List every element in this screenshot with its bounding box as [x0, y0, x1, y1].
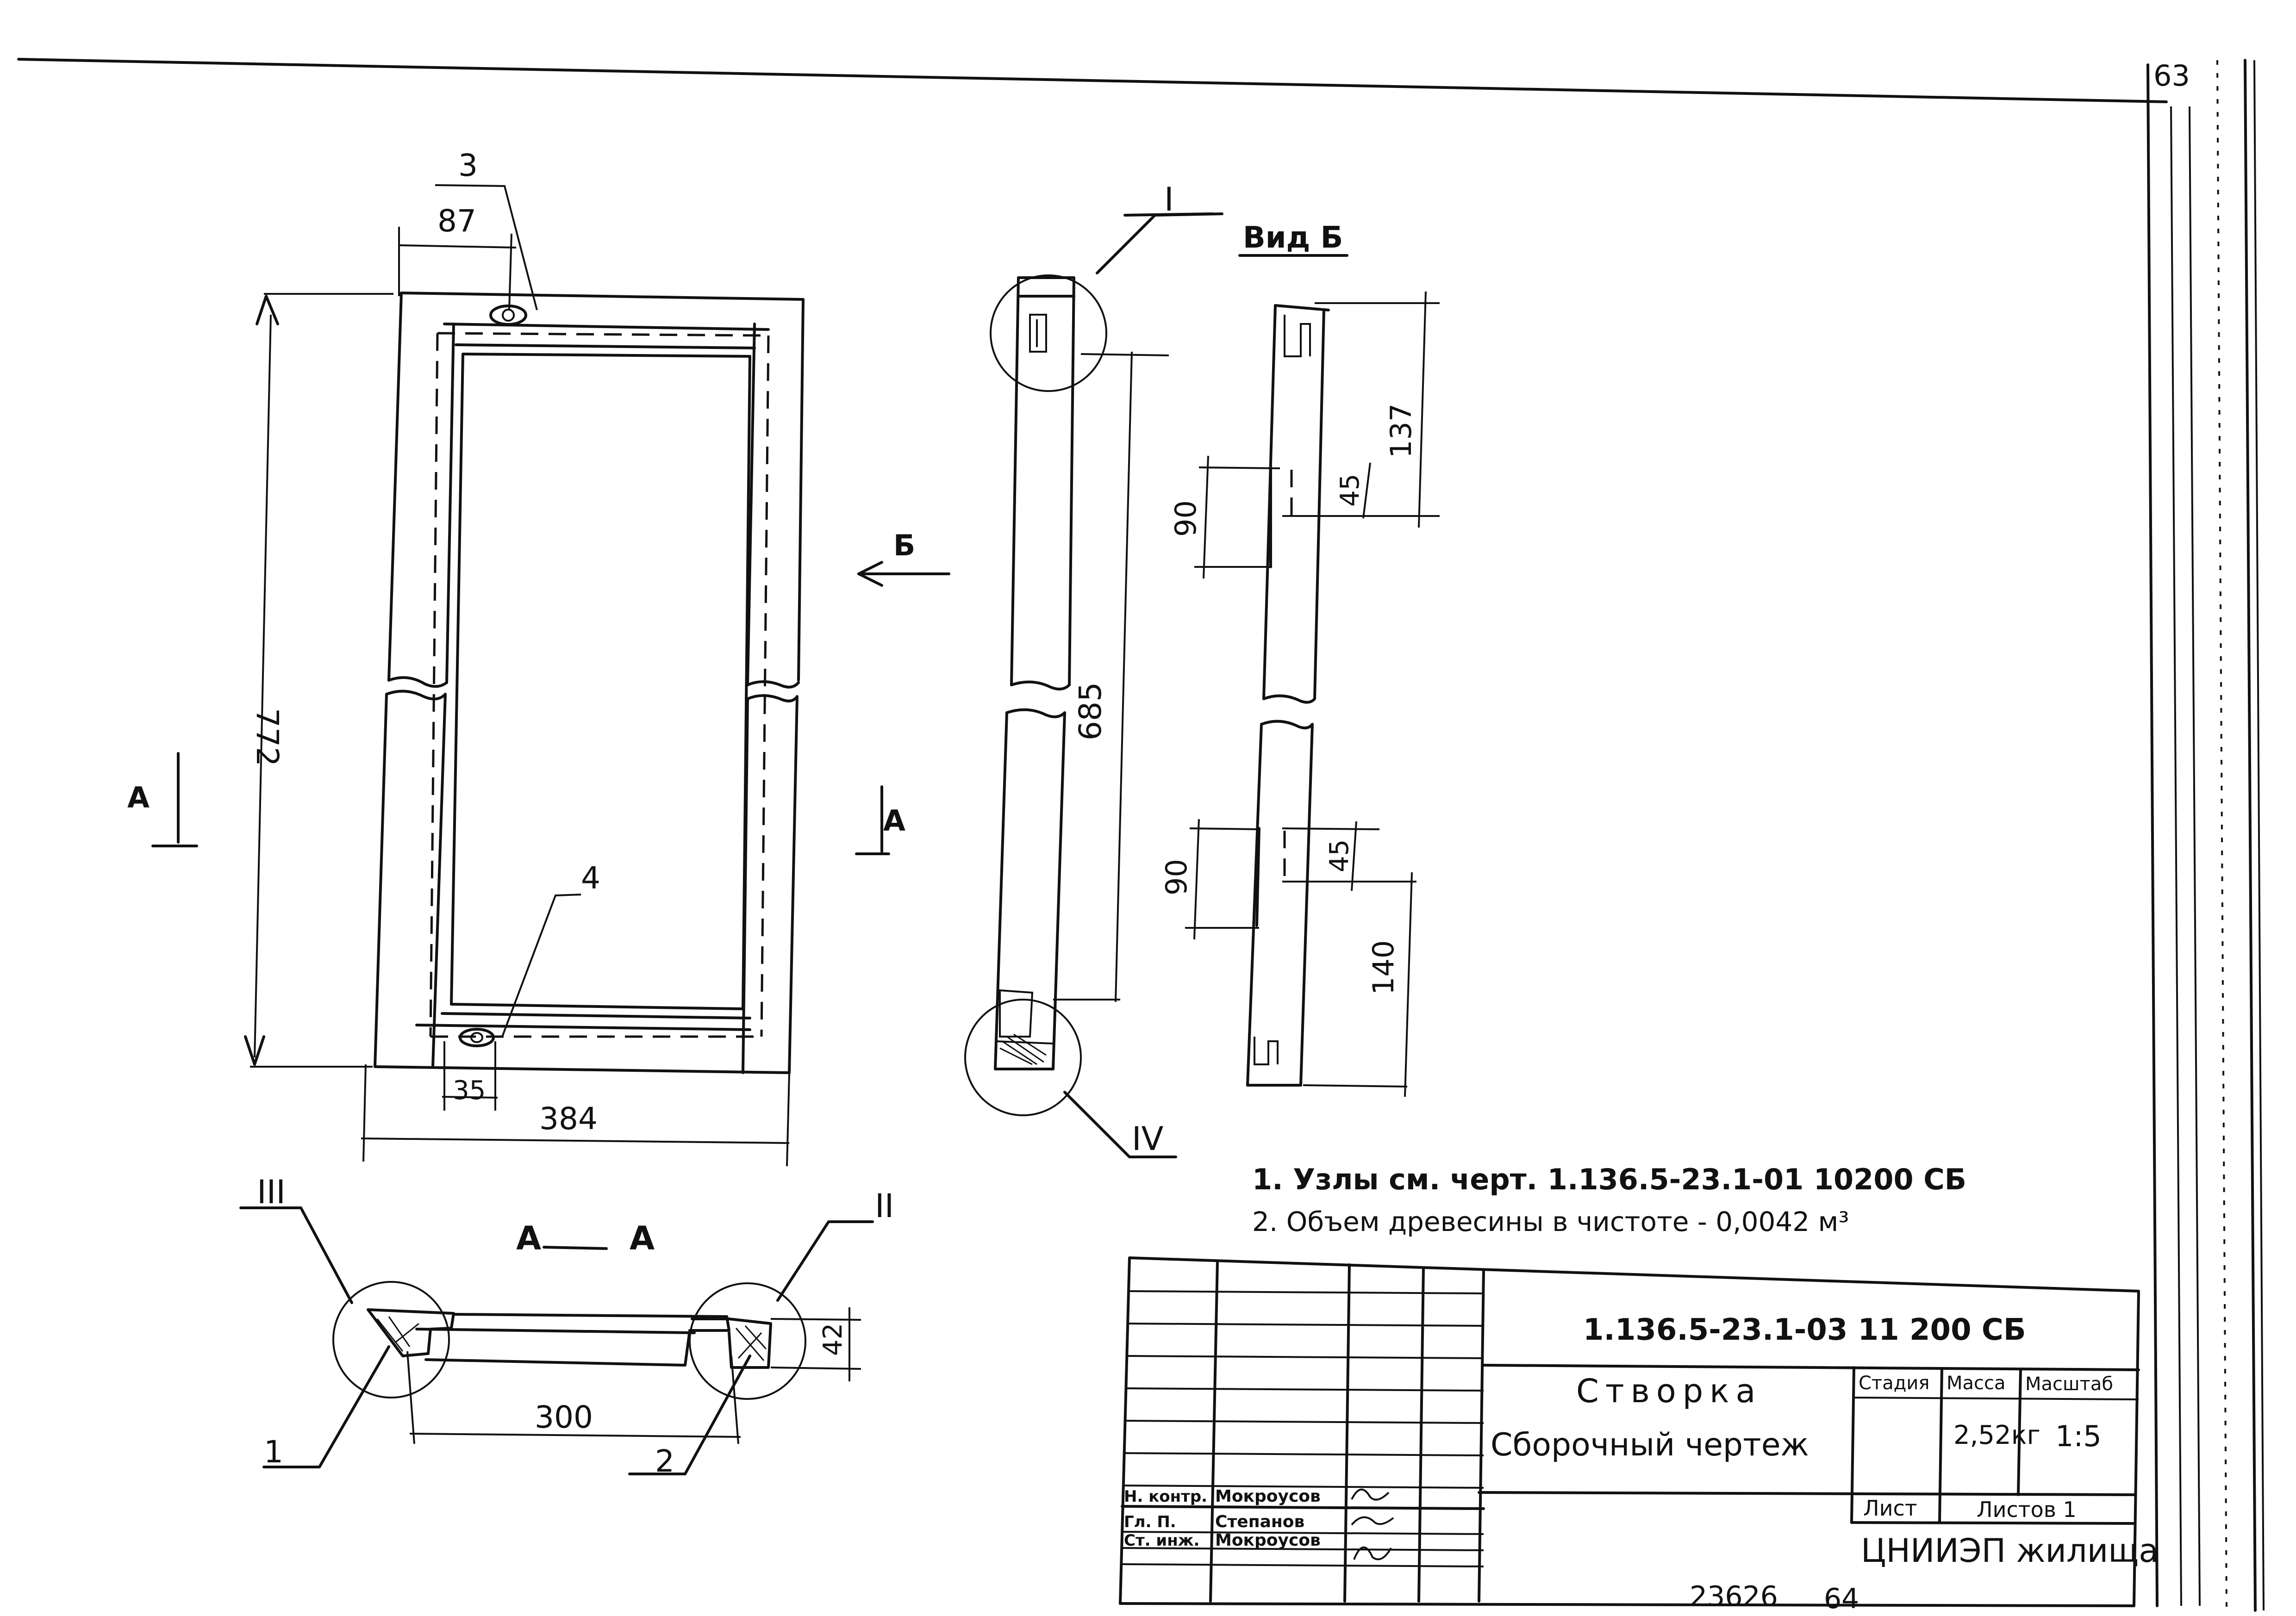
role-1: Н. контр.: [1124, 1487, 1207, 1506]
node-label-iv: IV: [1132, 1120, 1164, 1158]
sheet-label: Лист: [1863, 1496, 1917, 1521]
footer-number: 23626: [1690, 1580, 1778, 1613]
dim-45-top: 45: [1335, 474, 1365, 507]
section-title-a-left: А: [516, 1219, 541, 1257]
main-front-view: [374, 292, 805, 1074]
mass-label: Масса: [1947, 1373, 2006, 1394]
name-2: Степанов: [1215, 1512, 1304, 1531]
section-title-a-right: А: [630, 1219, 655, 1257]
note-1: 1. Узлы см. черт. 1.136.5-23.1-01 10200 …: [1252, 1162, 1966, 1196]
callout-2: 2: [655, 1443, 674, 1479]
node-label-i: I: [1164, 180, 1174, 218]
section-mark-a-right: А: [883, 804, 905, 838]
sheets-label: Листов 1: [1977, 1497, 2077, 1522]
dim-35: 35: [453, 1075, 486, 1106]
view-mark-b: Б: [893, 528, 915, 562]
scale-label: Масштаб: [2025, 1374, 2113, 1395]
dim-90-bottom: 90: [1160, 859, 1193, 895]
dim-384: 384: [539, 1101, 598, 1137]
node-label-ii: II: [875, 1187, 894, 1225]
node-label-iii: III: [257, 1173, 286, 1211]
dim-685: 685: [1073, 682, 1108, 740]
role-2: Гл. П.: [1124, 1513, 1176, 1531]
sheet-frame: [17, 58, 2265, 1612]
title-block: [1119, 1256, 2140, 1607]
mass-value: 2,52кг: [1953, 1420, 2040, 1450]
callout-3: 3: [458, 148, 478, 183]
dim-90-top: 90: [1169, 500, 1203, 537]
name-3: Мокроусов: [1215, 1531, 1321, 1550]
dim-45-bottom: 45: [1324, 839, 1354, 872]
footer-page: 64: [1824, 1583, 1859, 1615]
main-dimensions: [151, 184, 950, 1167]
stage-label: Стадия: [1859, 1373, 1929, 1394]
scale-value: 1:5: [2055, 1419, 2102, 1453]
doc-name-line2: Сборочный чертеж: [1491, 1427, 1809, 1463]
dim-772: 772: [250, 708, 285, 766]
name-1: Мокроусов: [1215, 1487, 1321, 1506]
dim-137: 137: [1384, 404, 1418, 458]
callout-4: 4: [581, 860, 600, 896]
page-number: 63: [2153, 59, 2190, 93]
callout-1: 1: [264, 1434, 283, 1470]
side-profile-view: [964, 212, 1223, 1158]
dim-140: 140: [1366, 940, 1400, 995]
view-b-title: Вид Б: [1243, 221, 1343, 255]
role-3: Ст. инж.: [1124, 1531, 1199, 1550]
dim-42: 42: [818, 1323, 848, 1356]
org-name: ЦНИИЭП жилища: [1861, 1532, 2159, 1570]
view-b: [1185, 254, 1440, 1097]
doc-name-line1: Створка: [1576, 1372, 1762, 1410]
signatures: [1351, 1488, 1394, 1560]
dim-87: 87: [437, 203, 476, 239]
note-2: 2. Объем древесины в чистоте - 0,0042 м³: [1252, 1206, 1849, 1237]
section-a-a: [239, 1206, 874, 1475]
doc-code: 1.136.5-23.1-03 11 200 СБ: [1583, 1313, 2026, 1347]
dim-300: 300: [535, 1399, 593, 1435]
section-mark-a-left: А: [127, 781, 150, 814]
